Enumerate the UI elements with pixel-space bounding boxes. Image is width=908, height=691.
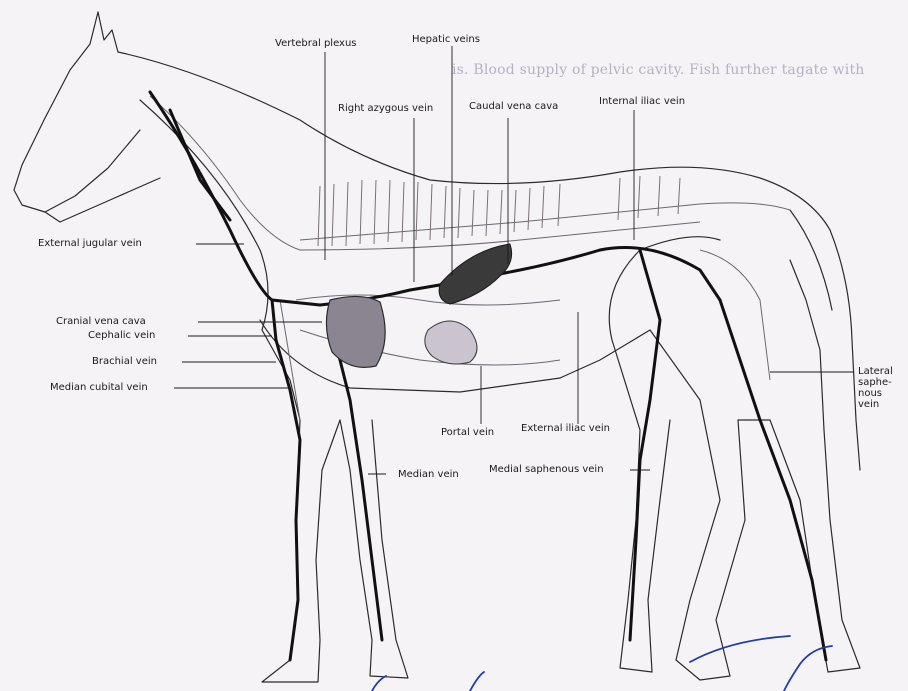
lateral-line-3: nous	[858, 388, 893, 399]
lateral-line-1: Lateral	[858, 366, 893, 377]
pen-annotation	[372, 636, 832, 691]
label-lateral-saphenous-vein: Lateral saphe- nous vein	[858, 366, 893, 410]
label-median-vein: Median vein	[398, 469, 459, 481]
label-caudal-vena-cava: Caudal vena cava	[469, 101, 558, 113]
stomach-shape	[425, 321, 477, 364]
label-brachial-vein: Brachial vein	[92, 356, 157, 368]
lateral-line-2: saphe-	[858, 377, 893, 388]
label-medial-saphenous-vein: Medial saphenous vein	[489, 464, 604, 476]
vein-network	[150, 92, 826, 660]
label-vertebral-plexus: Vertebral plexus	[275, 38, 357, 50]
heart-shape	[326, 296, 385, 367]
label-cephalic-vein: Cephalic vein	[88, 330, 155, 342]
label-hepatic-veins: Hepatic veins	[412, 34, 480, 46]
label-external-iliac-vein: External iliac vein	[521, 423, 610, 435]
label-portal-vein: Portal vein	[441, 427, 494, 439]
label-median-cubital-vein: Median cubital vein	[50, 382, 148, 394]
lateral-line-4: vein	[858, 399, 893, 410]
liver-shape	[439, 244, 512, 304]
label-internal-iliac-vein: Internal iliac vein	[599, 96, 685, 108]
label-right-azygous-vein: Right azygous vein	[338, 103, 433, 115]
label-cranial-vena-cava: Cranial vena cava	[56, 316, 146, 328]
label-external-jugular-vein: External jugular vein	[38, 238, 142, 250]
